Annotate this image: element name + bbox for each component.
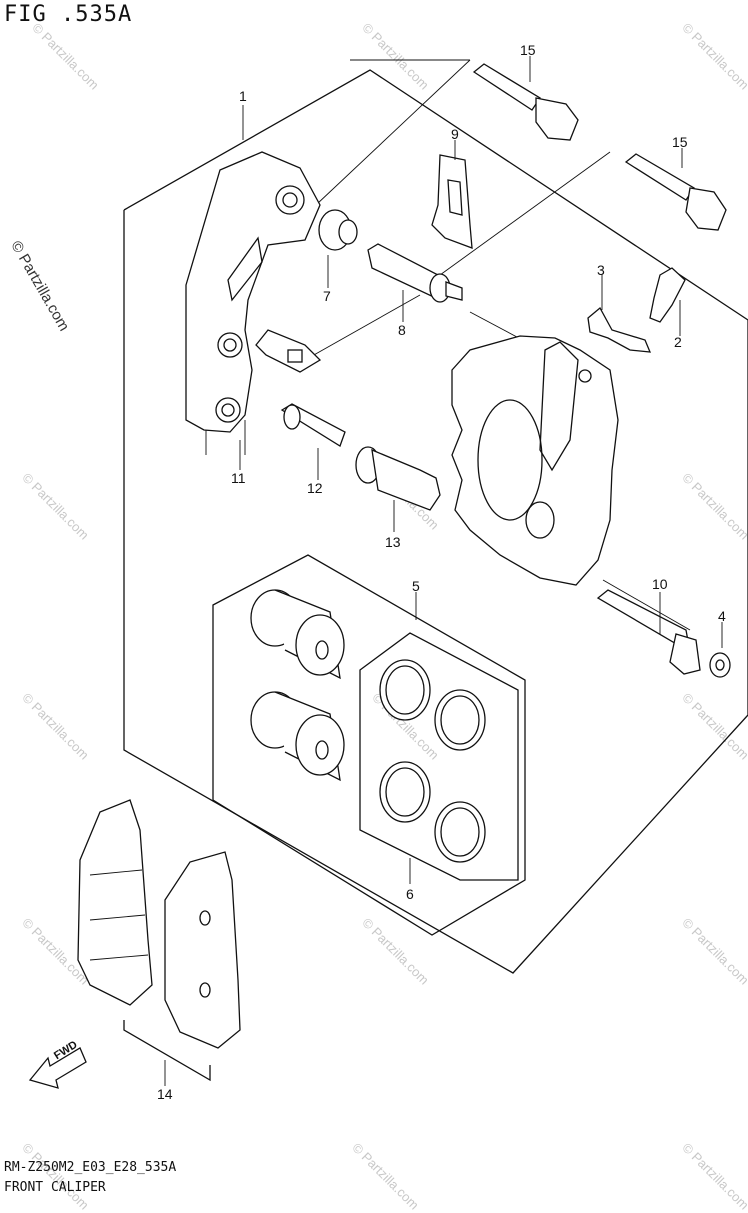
boot (318, 209, 358, 251)
callout-4: 4 (718, 608, 726, 624)
pad-set-outline (212, 554, 526, 936)
callout-7: 7 (323, 288, 331, 304)
brake-pad-rear (164, 851, 241, 1049)
callout-5: 5 (412, 578, 420, 594)
piston-upper (250, 589, 345, 680)
callout-14: 14 (157, 1086, 173, 1102)
callout-2: 2 (674, 334, 682, 350)
seal-set-outline (359, 632, 519, 881)
piston-seals (379, 659, 486, 863)
nut (709, 652, 731, 678)
callout-12: 12 (307, 480, 323, 496)
callout-8: 8 (398, 322, 406, 338)
callout-3: 3 (597, 262, 605, 278)
bolt-upper (472, 63, 579, 141)
cap-bolt (355, 446, 441, 511)
fwd-arrow-icon (28, 1047, 87, 1089)
piston-lower (250, 691, 345, 782)
figure-title: FIG .535A (4, 2, 133, 27)
bleeder-cap (587, 306, 652, 353)
callout-1: 1 (239, 88, 247, 104)
bleeder-valve (649, 267, 686, 323)
callout-15-lower: 15 (672, 134, 688, 150)
figure-name: FRONT CALIPER (4, 1180, 106, 1195)
callout-15-upper: 15 (520, 42, 536, 58)
callout-10: 10 (652, 576, 668, 592)
pad-spring (431, 154, 473, 249)
slide-pin (367, 243, 463, 303)
callout-13: 13 (385, 534, 401, 550)
assembly-outline (123, 69, 748, 974)
bolt-lower (624, 153, 727, 231)
callout-6: 6 (406, 886, 414, 902)
brake-pad-front (77, 799, 153, 1006)
figure-code: RM-Z250M2_E03_E28_535A (4, 1160, 177, 1175)
caliper-bracket (185, 151, 321, 455)
caliper-body (451, 335, 619, 586)
slide-pin-lower (596, 589, 701, 675)
callout-9: 9 (451, 126, 459, 142)
pad-spring-clip (255, 329, 322, 373)
pin (280, 403, 346, 447)
pad-bracket-outline (123, 1020, 211, 1082)
callout-11: 11 (231, 470, 246, 486)
